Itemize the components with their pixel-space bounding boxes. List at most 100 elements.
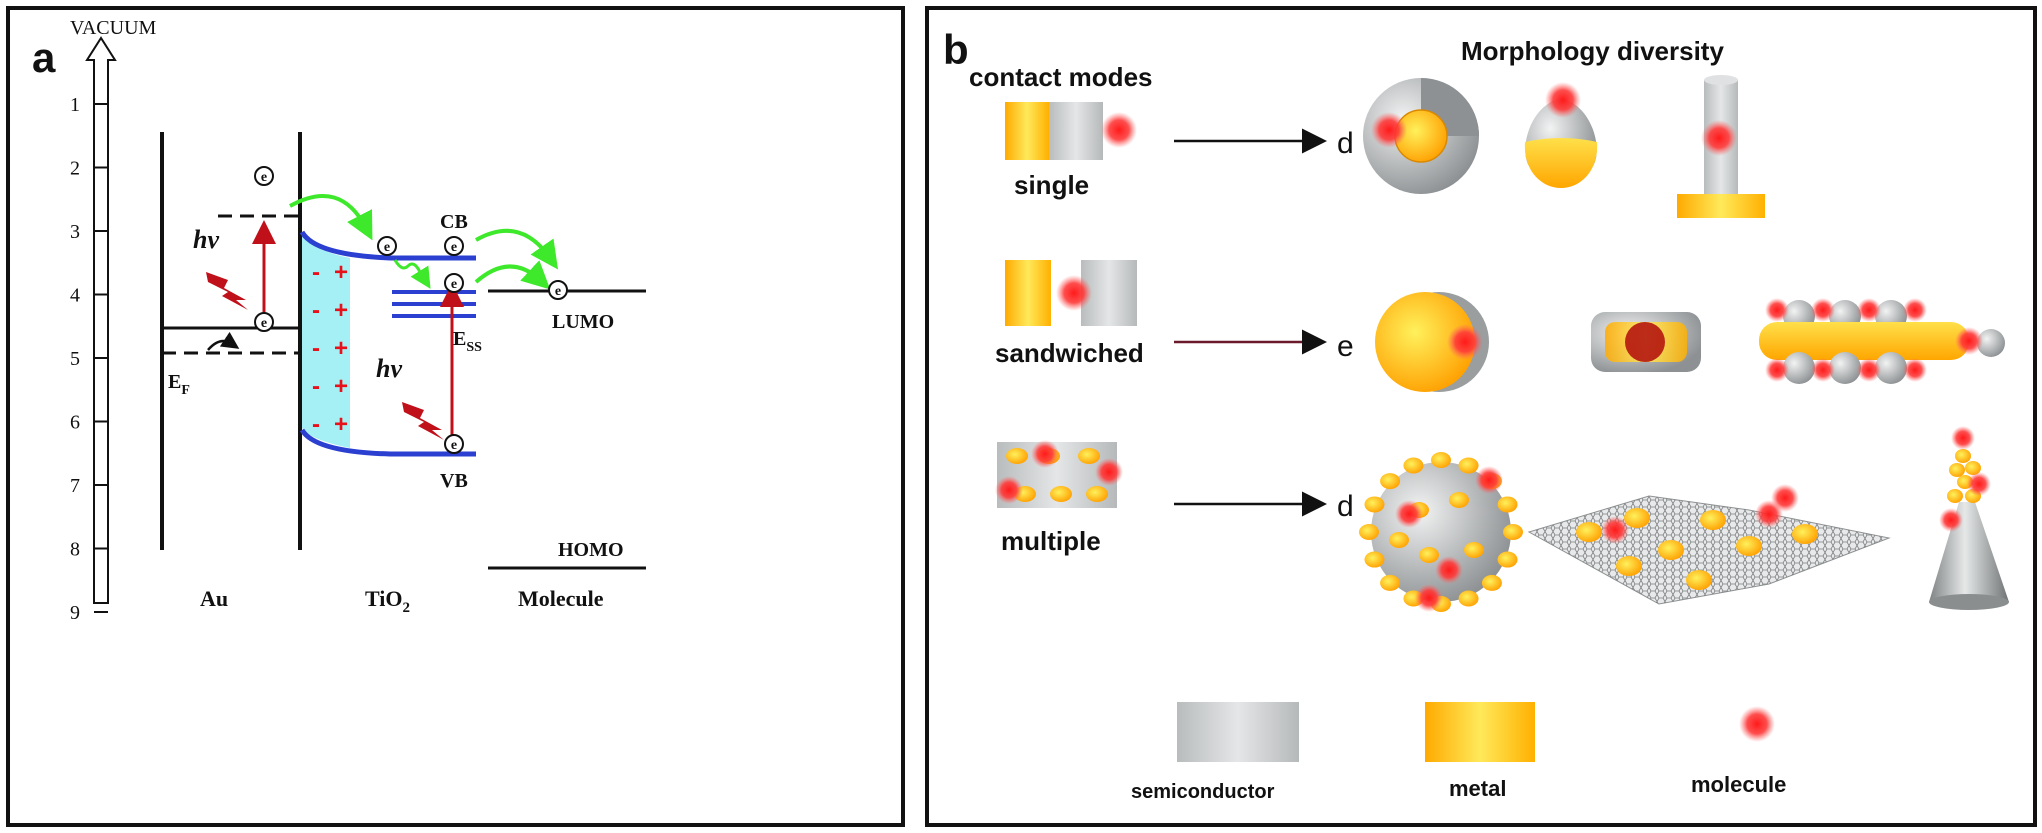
gold-nanoparticle [1380, 574, 1401, 591]
legend-metal-label: metal [1449, 776, 1506, 801]
sandwiched-contact-icon [1005, 260, 1137, 326]
svg-text:e: e [451, 438, 457, 453]
conduction-band [299, 230, 476, 261]
axis-tick-label: 8 [70, 539, 80, 561]
fermi-shift-arrow [207, 331, 240, 351]
gold-nanoparticle [1503, 524, 1523, 540]
gold-nanoparticle [1949, 463, 1965, 477]
gold-nanoparticle [1359, 524, 1379, 540]
molecule-dot [1601, 516, 1629, 544]
legend-molecule-label: molecule [1691, 772, 1786, 797]
electron-icon: e [254, 312, 274, 332]
ess-to-lumo-arrow [474, 260, 551, 290]
negative-charge: - [312, 259, 320, 286]
cb-to-lumo-arrow [475, 228, 559, 270]
homo-label: HOMO [558, 539, 624, 561]
gold-nanoparticle [1686, 570, 1712, 590]
electron-icon: e [444, 273, 464, 293]
gold-nanoparticle [1965, 461, 1981, 475]
axis-tick-label: 7 [70, 475, 80, 497]
gold-nanoparticle [1947, 489, 1963, 503]
gold-nanoparticle [1364, 551, 1385, 568]
svg-text:e: e [261, 170, 267, 185]
gold-nanoparticle [1481, 574, 1502, 591]
trap-relaxation-arrow [393, 259, 431, 289]
molecule-dot [1771, 484, 1799, 512]
negative-charge: - [312, 411, 320, 438]
axis-tick-label: 2 [70, 158, 80, 180]
molecule-dot [1967, 472, 1991, 496]
molecule-dot [1435, 556, 1463, 584]
axis-tick-label: 1 [70, 94, 80, 116]
gold-nanoparticle [1389, 532, 1409, 548]
ess-label: ESS [453, 328, 482, 355]
gold-nanoparticle [1576, 522, 1602, 542]
legend-semiconductor-label: semiconductor [1131, 781, 1275, 803]
au-light-bolt-icon [206, 272, 248, 310]
single-arrow-letter: d [1337, 127, 1354, 160]
axis-tick-label: 6 [70, 412, 80, 434]
gold-nanoparticle [1403, 457, 1424, 474]
electron-icon: e [444, 434, 464, 454]
row-label-sandwiched: sandwiched [995, 338, 1144, 368]
contact-modes-diagram: b contact modes Morphology diversity sin… [943, 26, 2009, 803]
negative-charge: - [312, 373, 320, 400]
contact-modes-title: contact modes [969, 62, 1153, 92]
gold-nanoparticle [1449, 492, 1469, 508]
pillar-on-base [1677, 75, 1765, 218]
multiple-contact-icon [995, 440, 1123, 508]
svg-text:e: e [555, 284, 561, 299]
hv-label-au: hv [193, 225, 219, 254]
gold-nanoparticle [1624, 508, 1650, 528]
core-shell-sphere [1363, 78, 1479, 194]
axis-tick-label: 5 [70, 348, 80, 370]
gold-nanoparticle [1464, 542, 1484, 558]
gold-nanoparticle [1497, 551, 1518, 568]
gold-nanoparticle [1736, 536, 1762, 556]
gold-nanoparticle [1955, 449, 1971, 463]
hv-label-tio2: hv [376, 354, 402, 383]
molecule-dot [1939, 508, 1963, 532]
cb-label: CB [440, 211, 468, 233]
legend: semiconductor metal molecule [1131, 702, 1786, 803]
single-contact-icon [1005, 102, 1137, 160]
positive-charge: + [334, 335, 348, 362]
svg-text:e: e [261, 316, 267, 331]
gold-nanoparticle [1700, 510, 1726, 530]
negative-charge: - [312, 335, 320, 362]
negative-charge: - [312, 297, 320, 324]
core-shell-rod [1591, 312, 1701, 372]
electron-icon: e [377, 236, 397, 256]
svg-text:e: e [451, 240, 457, 255]
panel-letter-a: a [32, 34, 56, 81]
gold-nanoparticle [1792, 524, 1818, 544]
half-shell-sphere [1375, 292, 1489, 392]
janus-particle [1524, 82, 1598, 188]
vacuum-axis: VACUUM [70, 17, 157, 604]
electron-icon: e [548, 280, 568, 300]
vb-label: VB [440, 470, 468, 492]
electron-group: e e e e e e e [254, 166, 568, 454]
gold-nanoparticle [1497, 496, 1518, 513]
lumo-label: LUMO [552, 311, 614, 333]
legend-molecule-swatch [1739, 706, 1775, 742]
positive-charge: + [334, 297, 348, 324]
axis-tick-label: 4 [70, 285, 80, 307]
graphene-sheet-with-particles [1527, 484, 1891, 605]
vacuum-label: VACUUM [70, 17, 157, 39]
ef-label: EF [168, 371, 190, 398]
tio2-light-bolt-icon [402, 402, 444, 440]
decorated-sphere [1359, 452, 1523, 612]
molecule-label: Molecule [518, 586, 604, 611]
depletion-region [302, 232, 350, 448]
tio2-label: TiO2 [365, 586, 410, 616]
molecule-dot [1415, 584, 1443, 612]
depletion-charges: -+-+-+-+-+ [312, 259, 348, 438]
axis-tick-label: 9 [70, 602, 80, 624]
gold-nanoparticle [1431, 452, 1451, 468]
multiple-arrow-letter: d [1337, 490, 1354, 523]
molecule-dot [1475, 466, 1503, 494]
